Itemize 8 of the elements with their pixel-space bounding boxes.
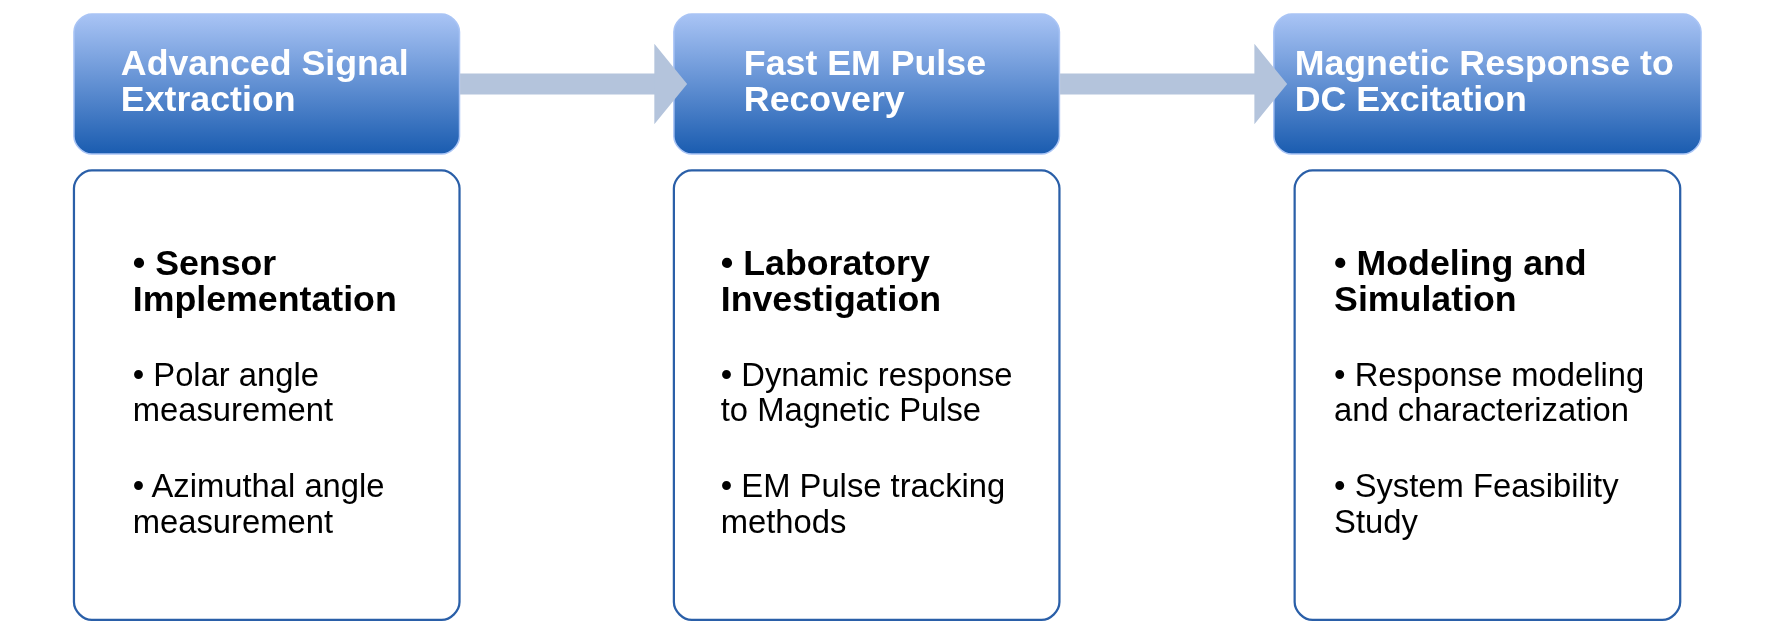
node-box: Advanced Signal Extraction bbox=[72, 13, 460, 155]
node-box: • Laboratory Investigation • Dynamic response to Magnetic Pulse • EM Pulse tracking methods bbox=[672, 169, 1061, 622]
node-box: • Modeling and Simulation • Response modeling and characterization • System Feasibility Study bbox=[1293, 169, 1681, 622]
node-box: Magnetic Response to DC Excitation bbox=[1272, 13, 1702, 155]
node-box: • Sensor Implementation • Polar angle measurement • Azimuthal angle measurement bbox=[72, 169, 461, 622]
arrow bbox=[459, 43, 687, 125]
arrow bbox=[1059, 43, 1287, 125]
node-box: Fast EM Pulse Recovery bbox=[672, 13, 1060, 155]
